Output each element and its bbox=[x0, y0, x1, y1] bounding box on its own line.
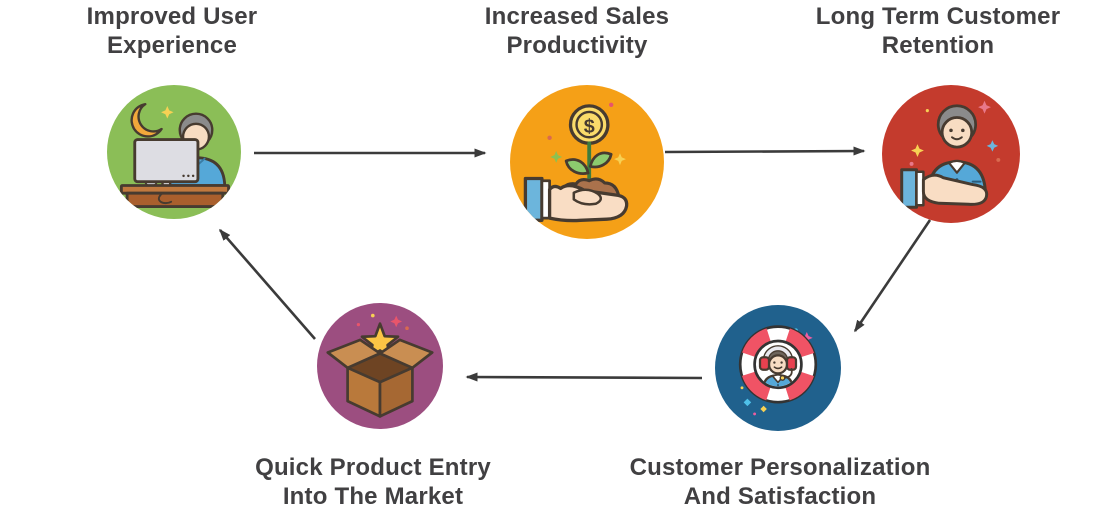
label-line: Retention bbox=[881, 31, 995, 59]
sparkle-dot bbox=[609, 102, 614, 107]
sparkle-dot bbox=[925, 109, 929, 113]
person-working-at-computer-night-icon bbox=[107, 85, 241, 219]
mic-icon bbox=[779, 374, 786, 381]
cable bbox=[157, 192, 173, 205]
arrow-sales-to-retention bbox=[664, 146, 866, 156]
sparkle-icon bbox=[978, 100, 991, 114]
arrow-retention-to-personalization bbox=[853, 219, 932, 333]
label-line: And Satisfaction bbox=[683, 482, 877, 510]
label-line: Into The Market bbox=[282, 482, 464, 510]
sparkle-icon bbox=[743, 398, 752, 407]
dollar-symbol: $ bbox=[584, 115, 595, 137]
sparkle-dot bbox=[740, 386, 744, 390]
label-line: Quick Product Entry bbox=[255, 454, 491, 481]
sparkle-icon bbox=[390, 315, 403, 328]
desk-front bbox=[125, 191, 225, 208]
hand-holding-money-plant-icon: $ bbox=[510, 85, 664, 239]
eye bbox=[773, 361, 776, 364]
sparkle-dot bbox=[547, 135, 552, 140]
sparkle-dot bbox=[356, 322, 361, 327]
label-line: Increased Sales bbox=[484, 3, 670, 30]
arrow-product-to-ux bbox=[219, 228, 316, 340]
smile bbox=[951, 136, 963, 141]
sparkle-dot bbox=[909, 161, 914, 166]
label-improved-user-experience: Improved User Experience bbox=[2, 3, 342, 60]
sparkle-dot bbox=[405, 326, 409, 330]
leaf bbox=[588, 151, 613, 169]
label-line: Improved User bbox=[86, 3, 258, 30]
monitor-icon bbox=[133, 138, 200, 184]
box-flap-left bbox=[326, 338, 382, 370]
sparkle-icon bbox=[911, 144, 924, 157]
label-line: Experience bbox=[106, 31, 238, 59]
sparkle-dot bbox=[753, 412, 757, 416]
box-flap-right bbox=[378, 338, 434, 370]
label-customer-personalization-satisfaction: Customer Personalization And Satisfactio… bbox=[610, 454, 950, 511]
arrow-personalization-to-product bbox=[465, 372, 703, 382]
sleeve-cuff bbox=[523, 176, 544, 222]
monitor-dot bbox=[187, 174, 190, 178]
sparkle-icon bbox=[614, 153, 626, 166]
support-agent-lifebuoy-icon bbox=[715, 305, 841, 431]
sparkle-dot bbox=[996, 157, 1001, 162]
eye bbox=[961, 128, 965, 133]
button bbox=[776, 384, 780, 387]
face bbox=[940, 116, 974, 149]
leaf bbox=[564, 158, 590, 175]
headset-earcup bbox=[785, 356, 798, 371]
collar bbox=[947, 159, 966, 174]
box-front-right bbox=[378, 366, 414, 418]
thumb bbox=[572, 188, 603, 206]
smile bbox=[773, 366, 783, 370]
monitor-dot bbox=[182, 174, 185, 178]
eye bbox=[780, 361, 783, 364]
label-line: Customer Personalization bbox=[629, 454, 931, 481]
coin-inner-ring bbox=[575, 110, 604, 139]
headset-band bbox=[764, 346, 792, 359]
label-quick-product-entry: Quick Product Entry Into The Market bbox=[203, 454, 543, 511]
label-line: Long Term Customer bbox=[815, 3, 1061, 30]
sleeve-cuff bbox=[900, 168, 918, 209]
star-icon bbox=[360, 322, 400, 360]
open-box-with-star-icon bbox=[317, 303, 443, 429]
headset-earcup bbox=[758, 356, 771, 371]
mic-boom bbox=[783, 368, 793, 379]
sparkle-icon bbox=[550, 151, 563, 163]
hand-palm bbox=[921, 173, 989, 206]
sparkle-icon bbox=[986, 140, 999, 152]
hand-holding-customer-icon bbox=[882, 85, 1020, 223]
eye bbox=[949, 128, 953, 133]
monitor-dot bbox=[191, 174, 195, 178]
sparkle-dot bbox=[371, 313, 375, 318]
sparkle-icon bbox=[161, 106, 174, 119]
label-increased-sales-productivity: Increased Sales Productivity bbox=[407, 3, 747, 60]
label-long-term-customer-retention: Long Term Customer Retention bbox=[768, 3, 1108, 60]
moon-icon bbox=[130, 102, 163, 138]
label-line: Productivity bbox=[506, 31, 648, 59]
face bbox=[767, 354, 789, 375]
sparkle-icon bbox=[800, 332, 813, 344]
